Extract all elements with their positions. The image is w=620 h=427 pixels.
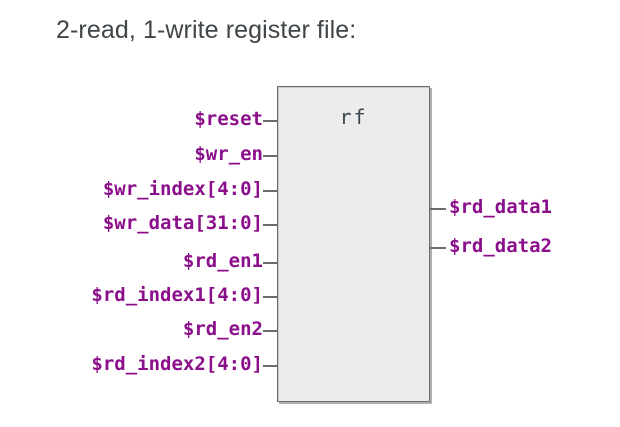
input-port-label: $rd_index1[4:0] — [91, 284, 263, 306]
input-port-wire — [263, 365, 278, 367]
input-port-label: $rd_en1 — [182, 250, 263, 272]
output-port-label: $rd_data1 — [449, 196, 552, 218]
input-port-label: $rd_index2[4:0] — [91, 353, 263, 375]
module-box-bevel — [278, 87, 429, 401]
module-box-rf: rf — [277, 86, 430, 402]
input-port-wire — [263, 190, 278, 192]
output-port-label: $rd_data2 — [449, 235, 552, 257]
input-port-label: $reset — [194, 108, 263, 130]
module-name-label: rf — [339, 105, 368, 129]
input-port-wire — [263, 120, 278, 122]
output-port-wire — [430, 247, 446, 249]
page-title: 2-read, 1-write register file: — [56, 16, 357, 44]
input-port-label: $wr_en — [194, 143, 263, 165]
input-port-label: $wr_index[4:0] — [102, 178, 263, 200]
input-port-wire — [263, 262, 278, 264]
input-port-wire — [263, 330, 278, 332]
input-port-wire — [263, 296, 278, 298]
output-port-wire — [430, 208, 446, 210]
input-port-wire — [263, 155, 278, 157]
input-port-label: $wr_data[31:0] — [102, 212, 263, 234]
input-port-label: $rd_en2 — [182, 318, 263, 340]
input-port-wire — [263, 224, 278, 226]
